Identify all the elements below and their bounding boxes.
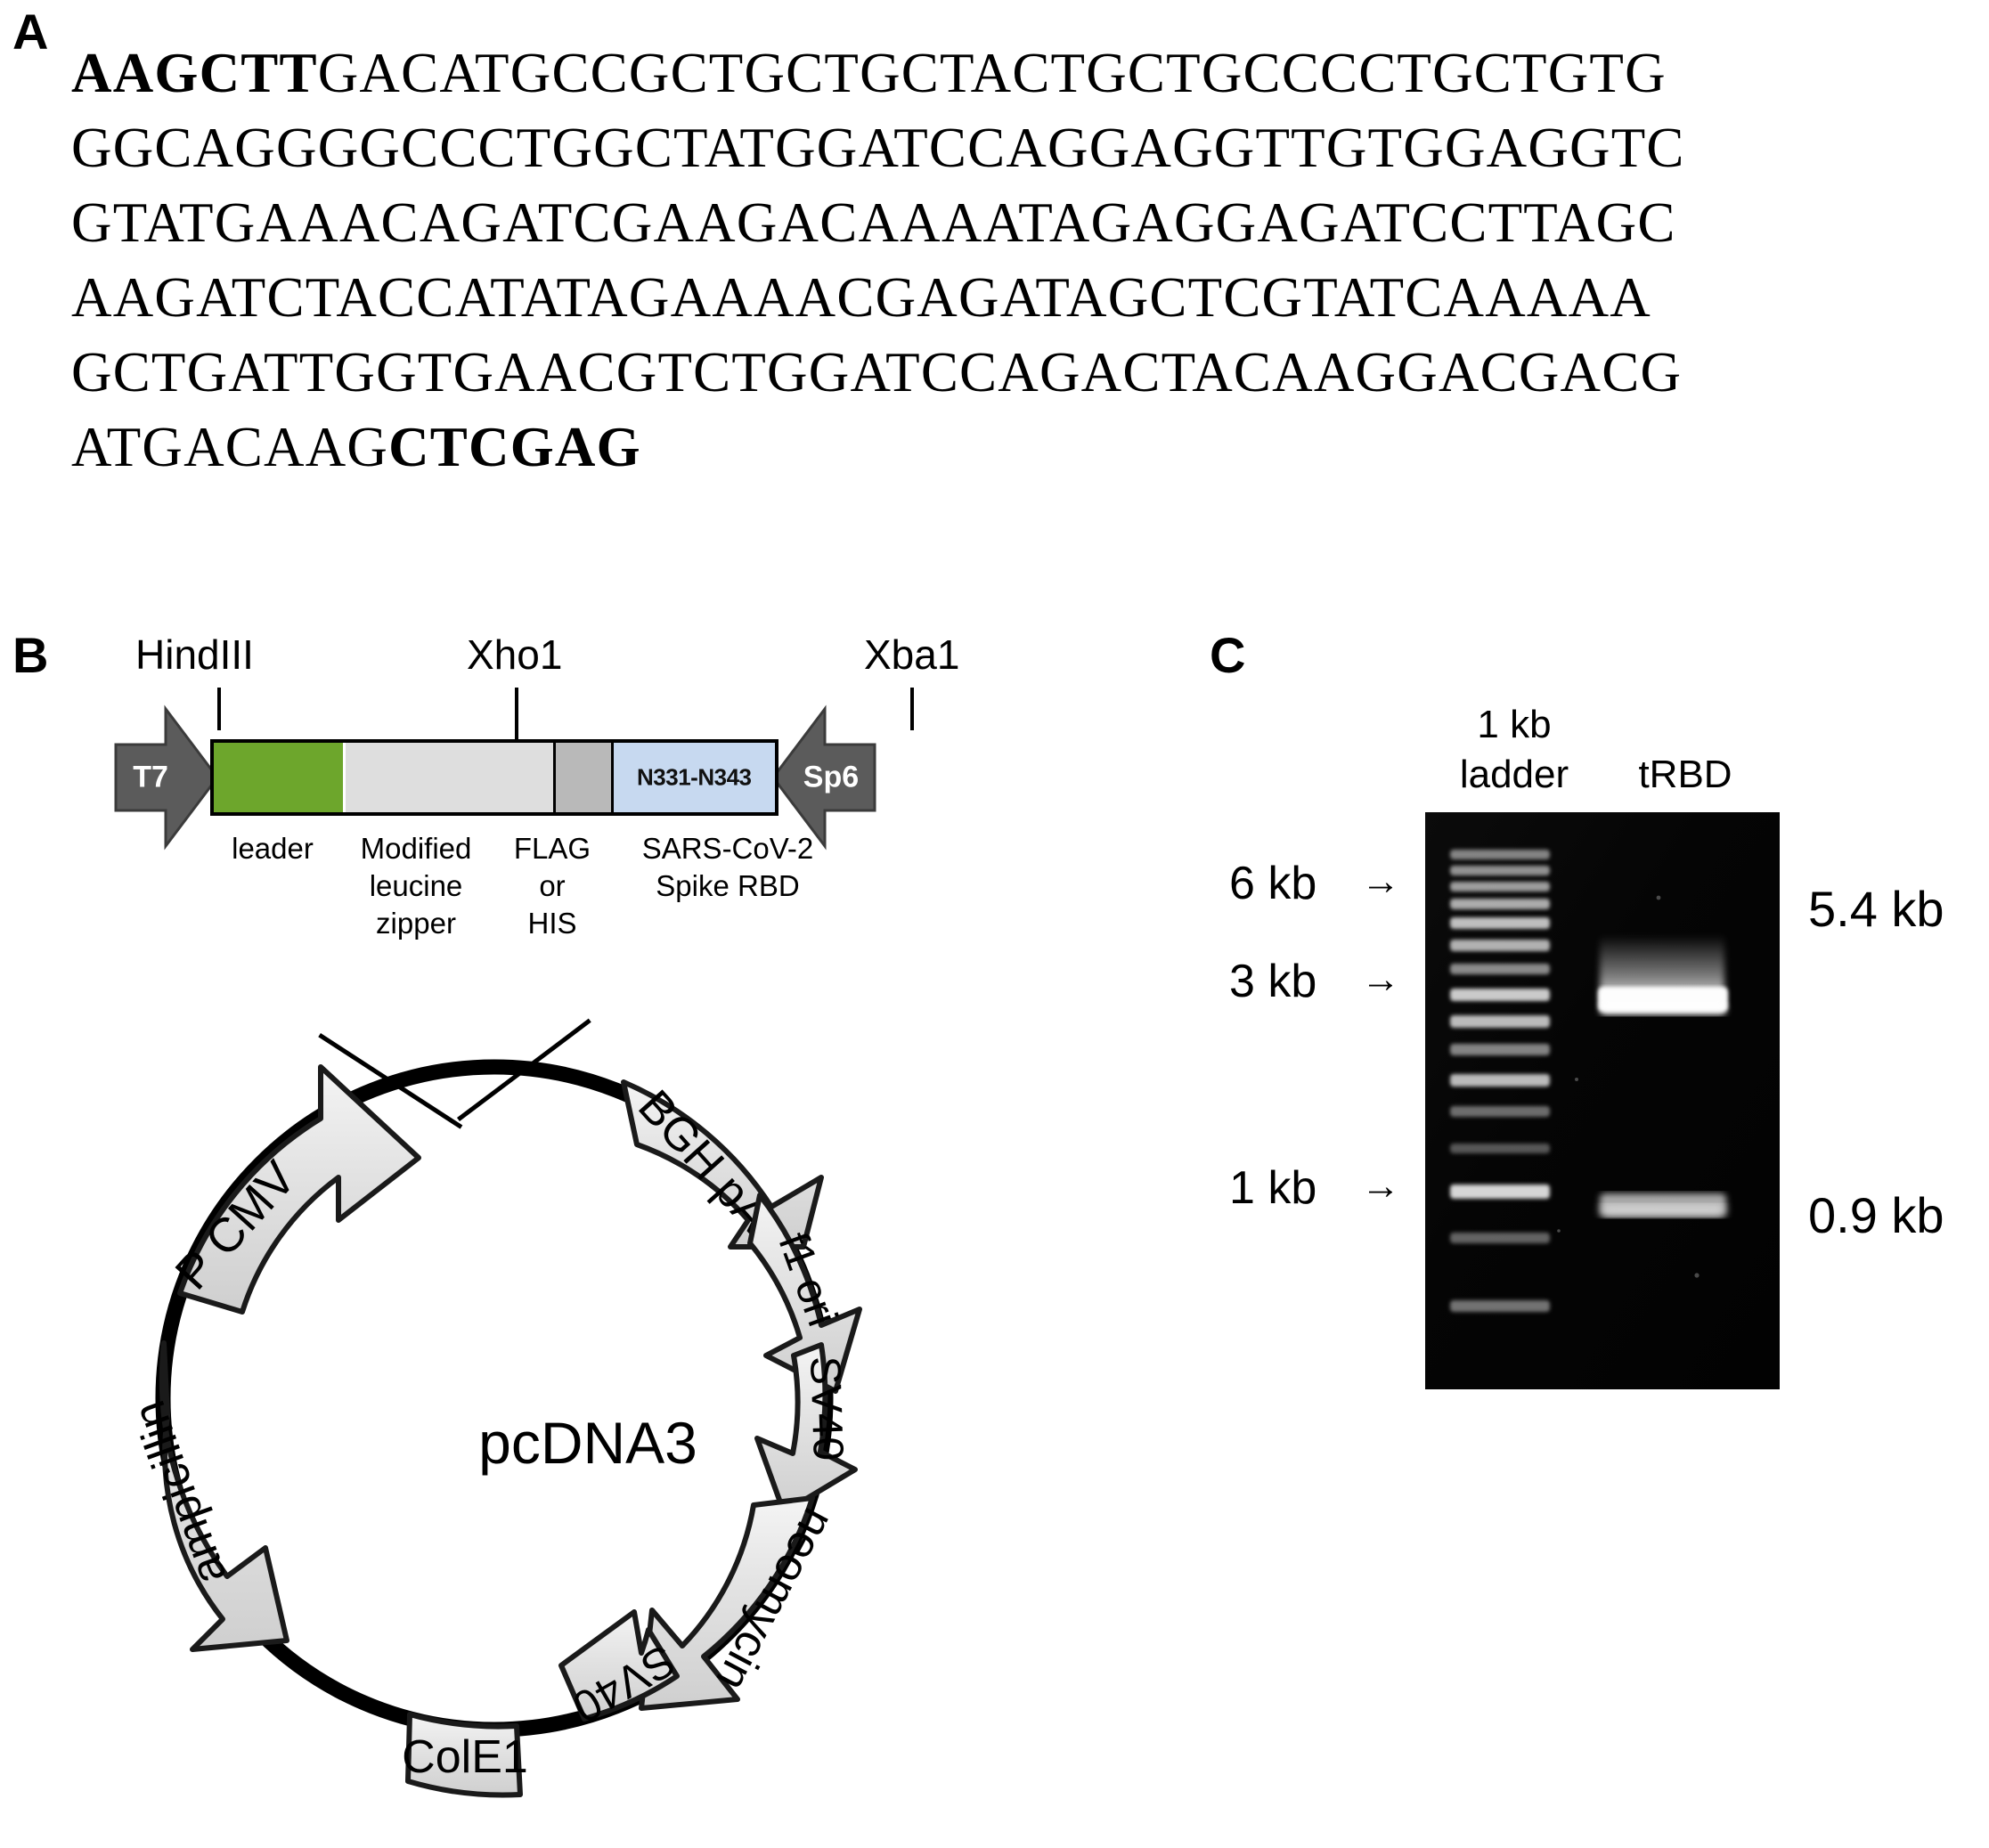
gel-photograph [1425, 812, 1780, 1389]
restriction-site-hindiii-sequence: AAGCTT [71, 42, 318, 104]
promoter-label-sp6: Sp6 [803, 760, 860, 794]
plasmid-feature-sv40-top: SV40 [754, 1342, 858, 1515]
gel-lane-header-trbd: tRBD [1638, 753, 1732, 796]
promoter-arrow-sp6: Sp6 [771, 702, 876, 853]
construct-segment-flag-his [556, 743, 614, 812]
plasmid-feature-pcmv: P CMV [165, 1064, 421, 1315]
panel-label-c: C [1210, 627, 1245, 683]
sequence-line-1-rest: GACATGCCGCTGCTGCTACTGCTGCCCCTGCTGTG [317, 42, 1667, 104]
panel-a-sequence: A AAGCTTGACATGCCGCTGCTGCTACTGCTGCCCCTGCT… [0, 0, 1989, 570]
gel-marker-3kb-arrow-icon: → [1361, 957, 1400, 1001]
label-hindiii: HindIII [135, 631, 254, 678]
rbd-residue-range-label: N331-N343 [637, 763, 752, 791]
construct-bar: N331-N343 [210, 739, 778, 816]
panel-label-a: A [12, 4, 48, 60]
sequence-line-6-plain: ATGACAAG [71, 416, 389, 478]
caption-leader: leader [232, 832, 314, 865]
gel-marker-6kb-arrow-icon: → [1361, 859, 1400, 903]
promoter-label-t7: T7 [133, 760, 168, 794]
sequence-line-1: AAGCTTGACATGCCGCTGCTGCTACTGCTGCCCCTGCTGT… [71, 36, 1862, 110]
caption-spike-rbd: SARS-CoV-2 Spike RBD [641, 832, 814, 902]
tick-xho1 [515, 688, 518, 739]
gel-band-label-0-9kb: 0.9 kb [1808, 1187, 1944, 1243]
promoter-arrow-t7: T7 [114, 702, 219, 853]
plasmid-name-label: pcDNA3 [478, 1410, 697, 1476]
panel-label-b: B [12, 627, 48, 683]
svg-text:ampicillin: ampicillin [123, 1394, 237, 1591]
restriction-site-xhoi-sequence: CTCGAG [388, 416, 641, 478]
plasmid-feature-ampicillin: ampicillin [123, 1340, 289, 1652]
svg-text:SV40: SV40 [801, 1355, 852, 1461]
gel-ladder-bands [1450, 850, 1550, 1312]
sequence-line-3: GTATGAAACAGATCGAAGACAAAATAGAGGAGATCCTTAG… [71, 191, 1676, 254]
panel-b-construct-and-plasmid: B HindIII Xho1 Xba1 T7 Sp6 N331-N343 lea… [0, 615, 1185, 1845]
gel-marker-1kb-arrow-icon: → [1361, 1164, 1400, 1208]
sequence-line-2: GGCAGGGGCCCTGGCTATGGATCCAGGAGGTTGTGGAGGT… [71, 117, 1685, 179]
construct-segment-leucine-zipper [346, 743, 557, 812]
sequence-line-5: GCTGATTGGTGAACGTCTGGATCCAGACTACAAGGACGAC… [71, 341, 1683, 403]
svg-text:ColE1: ColE1 [402, 1731, 528, 1783]
gel-marker-6kb: 6 kb [1229, 858, 1317, 909]
gel-marker-1kb: 1 kb [1229, 1162, 1317, 1214]
plasmid-feature-cole1: ColE1 [402, 1712, 528, 1798]
dna-sequence-block: AAGCTTGACATGCCGCTGCTGCTACTGCTGCCCCTGCTGT… [71, 36, 1862, 484]
caption-leucine-zipper: Modified leucine zipper [360, 832, 472, 940]
sequence-line-6: ATGACAAGCTCGAG [71, 410, 1862, 484]
tick-xba1 [910, 688, 914, 730]
plasmid-map-pcdna3: P CMV BGH pA f1 ori SV40 neomycin [53, 953, 1122, 1844]
gel-band-label-5-4kb: 5.4 kb [1808, 881, 1944, 937]
gel-marker-3kb: 3 kb [1229, 956, 1317, 1007]
construct-segment-leader [214, 743, 346, 812]
gel-band-5-4kb [1598, 935, 1728, 1015]
caption-flag-his: FLAG or HIS [513, 832, 591, 940]
label-xba1: Xba1 [864, 631, 960, 678]
panel-c-agarose-gel: C 1 kb ladder tRBD [1194, 615, 1989, 1389]
gel-lane-header-ladder: 1 kb ladder [1459, 703, 1569, 796]
construct-segment-spike-rbd: N331-N343 [613, 743, 775, 812]
sequence-line-4: AAGATCTACCATATAGAAAACGAGATAGCTCGTATCAAAA… [71, 266, 1651, 329]
plasmid-feature-bgh-pa: BGH pA [621, 1079, 824, 1250]
gel-band-0-9kb [1600, 1193, 1726, 1217]
gel-speckles [1557, 895, 1700, 1278]
tick-hindiii [217, 688, 221, 730]
label-xho1: Xho1 [467, 631, 563, 678]
